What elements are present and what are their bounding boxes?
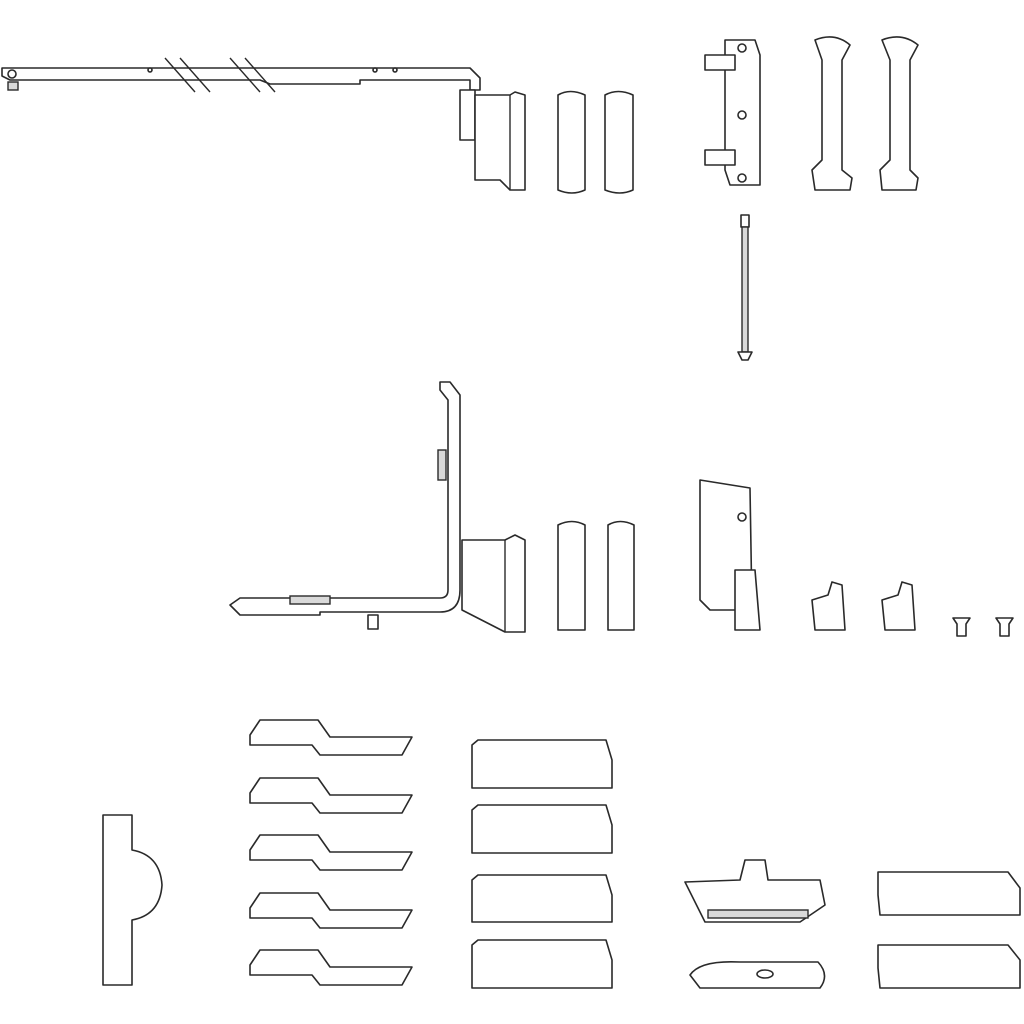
screw xyxy=(995,617,1014,637)
hinge-pin xyxy=(737,214,753,361)
hinge-cover-cap xyxy=(557,520,586,631)
hinge-cover xyxy=(811,36,853,191)
corner-stay-arm xyxy=(229,381,461,630)
clip xyxy=(811,581,846,631)
striker-blocks xyxy=(471,739,613,989)
hinge-cover xyxy=(879,36,919,191)
top-stay-arm xyxy=(1,57,481,141)
hinge-cover-cap xyxy=(607,520,635,631)
lower-hinge-bracket xyxy=(699,479,761,631)
offset-strike-plates xyxy=(249,719,413,986)
screw xyxy=(952,617,971,637)
middle-corner-hinge xyxy=(461,534,526,633)
guide-blocks xyxy=(877,871,1021,989)
top-corner-hinge xyxy=(474,91,526,191)
clip xyxy=(881,581,916,631)
hinge-bracket xyxy=(704,39,761,186)
keeper-plate xyxy=(102,814,163,986)
hinge-cover-cap xyxy=(604,90,634,194)
shim-plate xyxy=(689,960,826,989)
locking-guide xyxy=(684,859,826,923)
hinge-cover-cap xyxy=(557,90,586,194)
